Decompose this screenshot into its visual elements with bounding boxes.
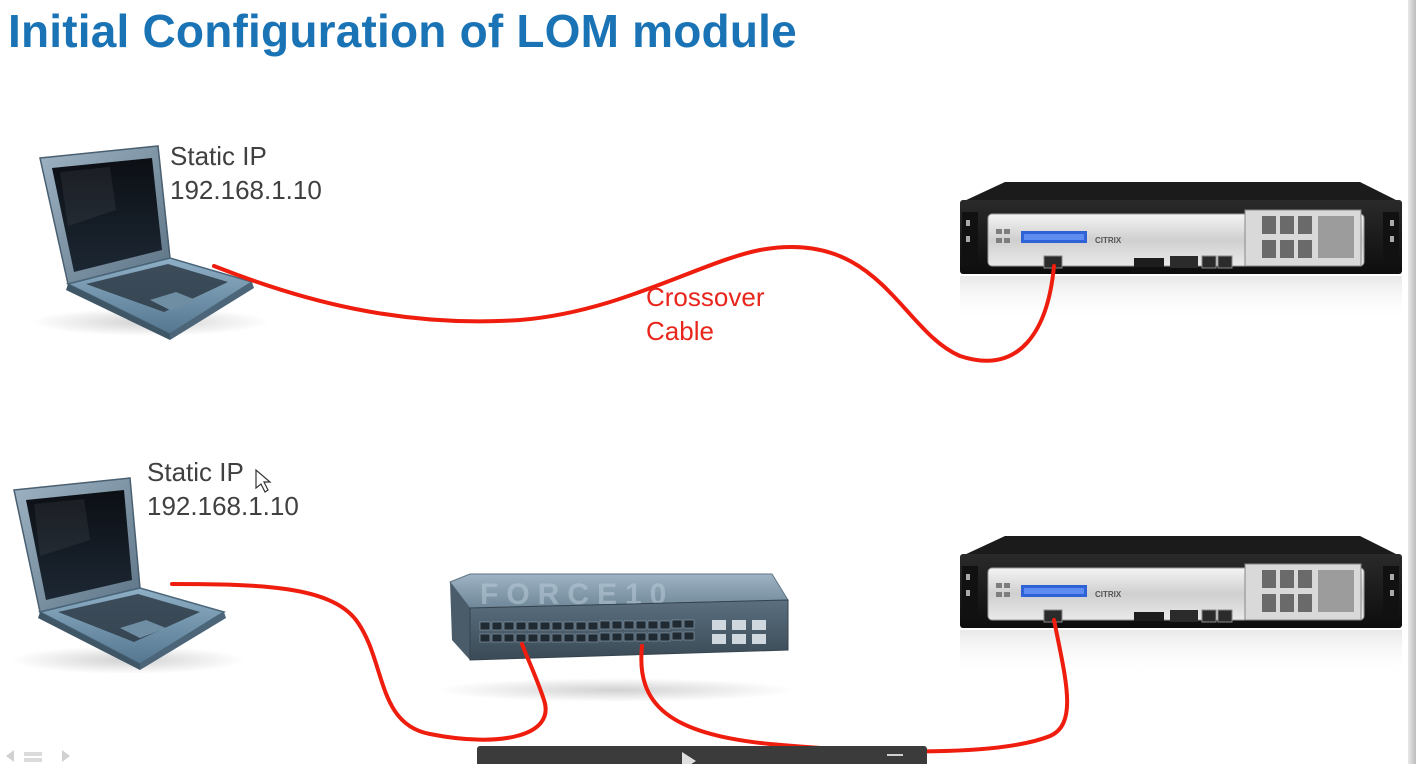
laptop-top-label-line1: Static IP	[170, 141, 267, 171]
appliance-brand-top: CITRIX	[1095, 236, 1122, 245]
appliance-bottom: CITRIX	[960, 536, 1402, 676]
video-player-controls[interactable]	[477, 746, 927, 764]
crossover-cable	[212, 244, 1056, 363]
laptop-bottom	[10, 477, 246, 674]
laptop-bottom-label-line1: Static IP	[147, 457, 244, 487]
window-edge	[1408, 0, 1416, 764]
laptop-top-label-line2: 192.168.1.10	[170, 175, 322, 205]
slide-nav-icon	[6, 750, 70, 762]
cable-laptop-to-switch	[170, 582, 548, 742]
cable-label-line2: Cable	[646, 316, 714, 346]
player-menu-icon[interactable]	[887, 754, 903, 764]
appliance-brand-bottom: CITRIX	[1095, 590, 1122, 599]
network-switch: FORCE10	[435, 573, 795, 702]
slide-title: Initial Configuration of LOM module	[8, 5, 797, 57]
play-icon[interactable]	[682, 752, 696, 764]
mouse-cursor-icon	[255, 468, 272, 493]
appliance-top: CITRIX	[960, 182, 1402, 322]
laptop-bottom-label-line2: 192.168.1.10	[147, 491, 299, 521]
laptop-top	[30, 145, 270, 340]
cable-label-line1: Crossover	[646, 282, 765, 312]
